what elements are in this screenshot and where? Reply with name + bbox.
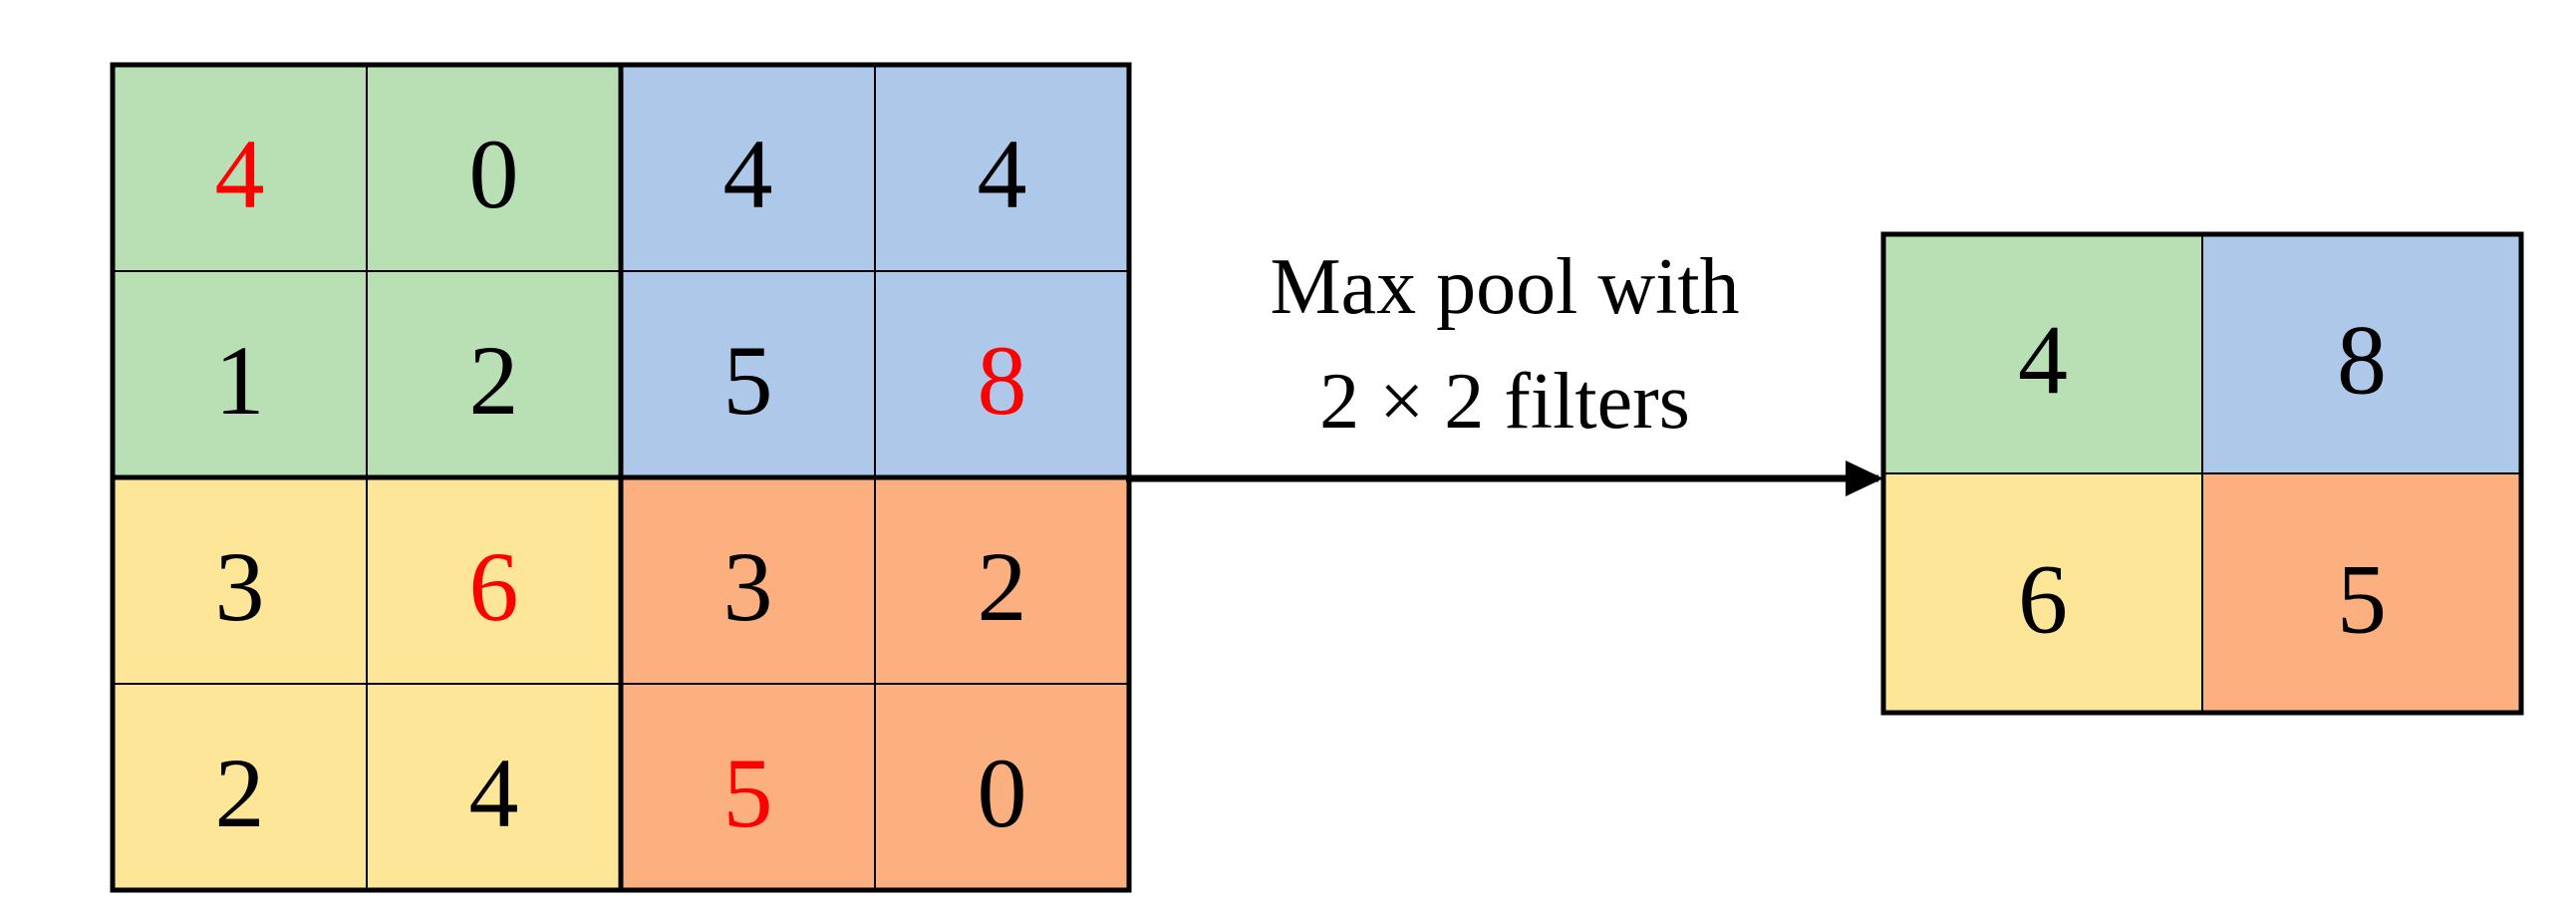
input-cell-3-3: [874, 683, 1130, 891]
input-matrix: 4 0 4 4 1 2 5 8 3 6 3 2 2 4 5 0: [110, 62, 1132, 893]
input-value-2-3: 2: [978, 531, 1027, 642]
output-value-1-0: 6: [2018, 544, 2068, 655]
input-cell-3-2: [620, 683, 876, 891]
output-value-0-1: 8: [2337, 305, 2387, 416]
input-cell-1-0: [112, 270, 368, 478]
input-cell-0-0: [112, 64, 368, 272]
output-cell-1-0: [1882, 472, 2203, 714]
output-cell-0-0: [1882, 233, 2203, 474]
input-value-3-1: 4: [469, 738, 519, 848]
input-value-3-2: 5: [723, 738, 773, 848]
output-border: [1880, 231, 2524, 716]
input-cell-3-1: [366, 683, 622, 891]
input-value-1-0: 1: [215, 325, 265, 436]
input-value-1-1: 2: [469, 325, 519, 436]
input-value-3-0: 2: [215, 738, 265, 848]
output-cell-1-1: [2201, 472, 2522, 714]
input-cell-1-1: [366, 270, 622, 478]
input-cell-0-3: [874, 64, 1130, 272]
input-value-2-0: 3: [215, 531, 265, 642]
input-cell-0-1: [366, 64, 622, 272]
input-cell-1-3: [874, 270, 1130, 478]
input-cell-3-0: [112, 683, 368, 891]
output-value-1-1: 5: [2337, 544, 2387, 655]
input-value-2-2: 3: [723, 531, 773, 642]
input-value-0-3: 4: [978, 119, 1027, 229]
output-value-0-0: 4: [2018, 305, 2068, 416]
input-value-0-2: 4: [723, 119, 773, 229]
arrowhead-icon: [1846, 461, 1883, 496]
input-cell-2-3: [874, 476, 1130, 685]
output-matrix: 4 8 6 5: [1880, 231, 2524, 716]
input-value-2-1: 6: [469, 531, 519, 642]
input-value-1-3: 8: [978, 325, 1027, 436]
output-cell-0-1: [2201, 233, 2522, 474]
caption-line-1: Max pool with: [1270, 243, 1739, 331]
input-value-0-1: 0: [469, 119, 519, 229]
input-value-3-3: 0: [978, 738, 1027, 848]
operation-caption: Max pool with 2 × 2 filters: [1270, 243, 1739, 446]
caption-line-2: 2 × 2 filters: [1319, 358, 1690, 446]
input-value-0-0: 4: [215, 119, 265, 229]
input-value-1-2: 5: [723, 325, 773, 436]
pooling-arrow: [1126, 461, 1883, 496]
input-cell-2-1: [366, 476, 622, 685]
